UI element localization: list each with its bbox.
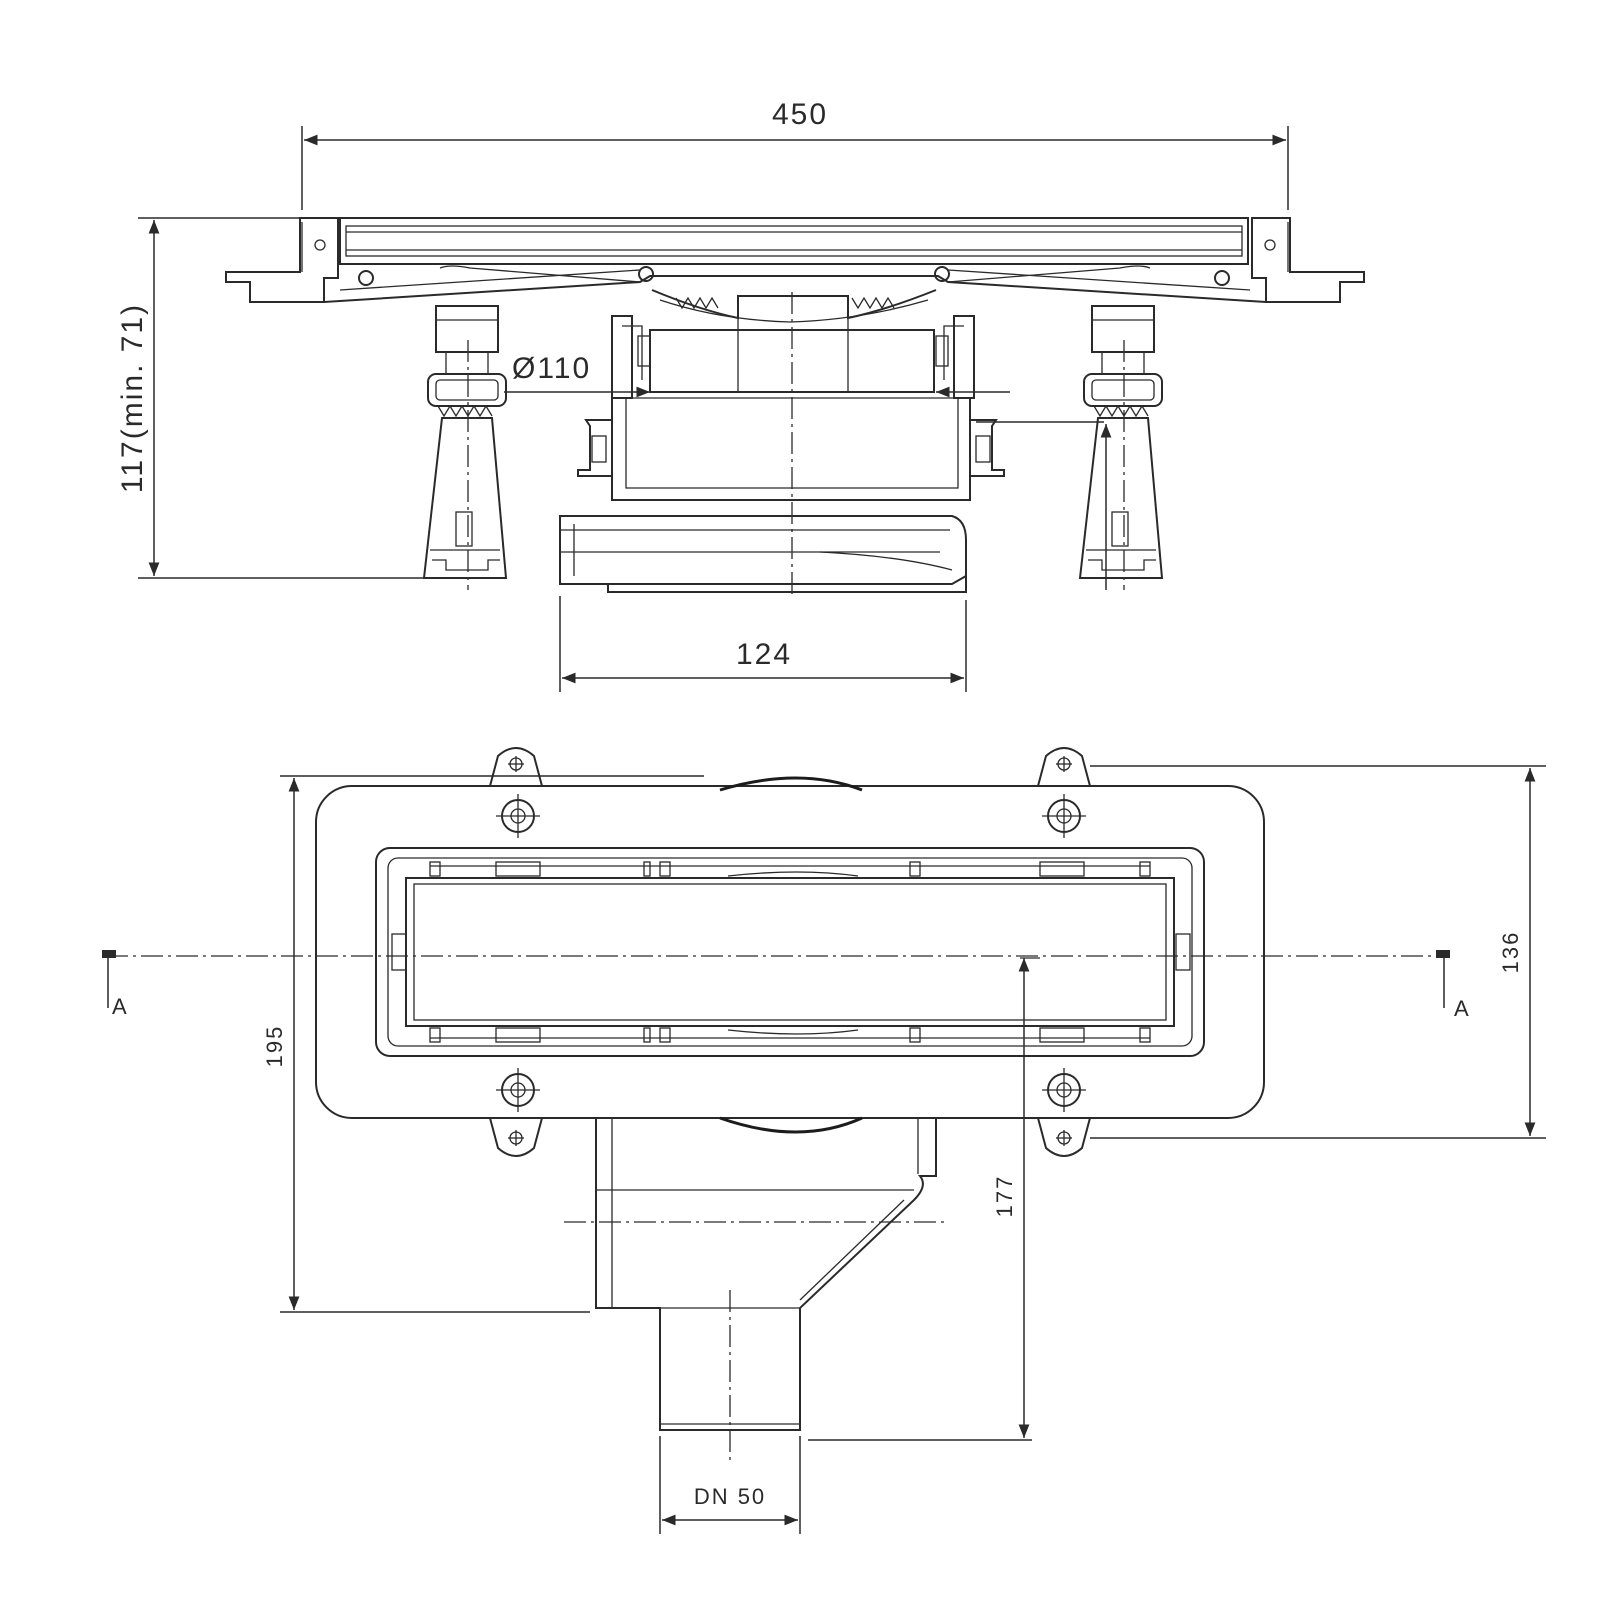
pot <box>577 315 1005 501</box>
dimension-label-136: 136 <box>1498 931 1523 974</box>
lug-top-right <box>1037 747 1091 787</box>
section-mark-right: A <box>1454 996 1469 1021</box>
leg-left <box>422 305 508 579</box>
dimension-124: 124 <box>559 596 967 692</box>
lug-bottom-right <box>1037 1117 1091 1157</box>
outlet <box>559 515 967 593</box>
frame-right <box>1214 217 1365 303</box>
trap <box>649 289 937 393</box>
lug-bottom-left <box>489 1117 543 1157</box>
bolt-top-right <box>1042 794 1086 838</box>
bolt-bottom-right <box>1042 1068 1086 1112</box>
bolt-top-left <box>496 794 540 838</box>
dimension-label-d110: Ø110 <box>512 352 591 385</box>
lug-top-left <box>489 747 543 787</box>
dimension-right-height <box>976 421 1112 590</box>
outlet-elbow <box>564 1118 946 1460</box>
flange-outline <box>315 785 1265 1119</box>
grate-plan-inner <box>413 883 1167 1021</box>
frame-left <box>225 217 374 303</box>
dimension-label-450: 450 <box>772 98 828 131</box>
channel-inner <box>387 857 1193 1047</box>
channel-outer <box>375 847 1205 1057</box>
section-line: A A <box>102 950 1469 1021</box>
drain-body <box>323 265 1267 303</box>
channel-ribs <box>391 861 1191 1043</box>
dimension-label-124: 124 <box>736 638 792 671</box>
dimension-label-177: 177 <box>992 1175 1017 1218</box>
dimension-450: 450 <box>301 98 1289 210</box>
dimension-dn50: DN 50 <box>659 1436 801 1534</box>
dimension-label-195: 195 <box>262 1025 287 1068</box>
dimension-d110: Ø110 <box>504 352 1010 398</box>
dimension-177: 177 <box>808 958 1032 1441</box>
plan-view: A A <box>102 747 1469 1460</box>
dimension-117: 117(min. 71) <box>116 217 430 579</box>
leg-right <box>1078 305 1164 579</box>
bolt-bottom-left <box>496 1068 540 1112</box>
dimension-label-dn50: DN 50 <box>694 1484 766 1509</box>
dimension-label-117: 117(min. 71) <box>116 303 149 493</box>
section-view <box>225 217 1365 598</box>
section-mark-left: A <box>112 994 127 1019</box>
body-arc-bottom <box>719 1116 863 1134</box>
dimension-136: 136 <box>1090 765 1546 1139</box>
grate <box>339 217 1249 265</box>
dimension-195: 195 <box>262 775 704 1313</box>
body-arc-top <box>719 776 863 792</box>
